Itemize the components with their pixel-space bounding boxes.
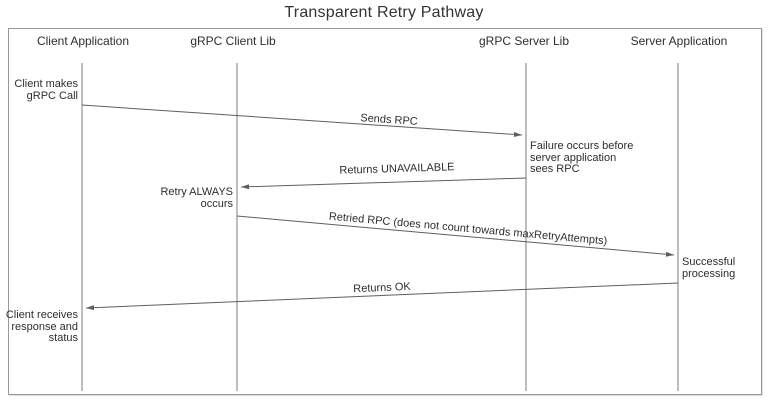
annotation-successful-processing: Successful processing [682,256,736,280]
participant-label-grpc-server-lib: gRPC Server Lib [478,34,570,48]
annotation-client-makes-grpc-call: Client makes gRPC Call [14,78,78,102]
annotation-failure-occurs: Failure occurs before server application… [530,140,634,175]
diagram-title: Transparent Retry Pathway [284,4,484,21]
annotation-client-receives-response: Client receives response and status [5,309,78,344]
annotation-retry-always-occurs: Retry ALWAYS occurs [160,186,233,210]
participant-label-grpc-client-lib: gRPC Client Lib [190,34,276,48]
participant-label-server-application: Server Application [630,34,728,48]
diagram-frame [8,28,762,395]
message-label-returns-ok: Returns OK [353,280,411,296]
participant-label-client-application: Client Application [36,34,130,48]
